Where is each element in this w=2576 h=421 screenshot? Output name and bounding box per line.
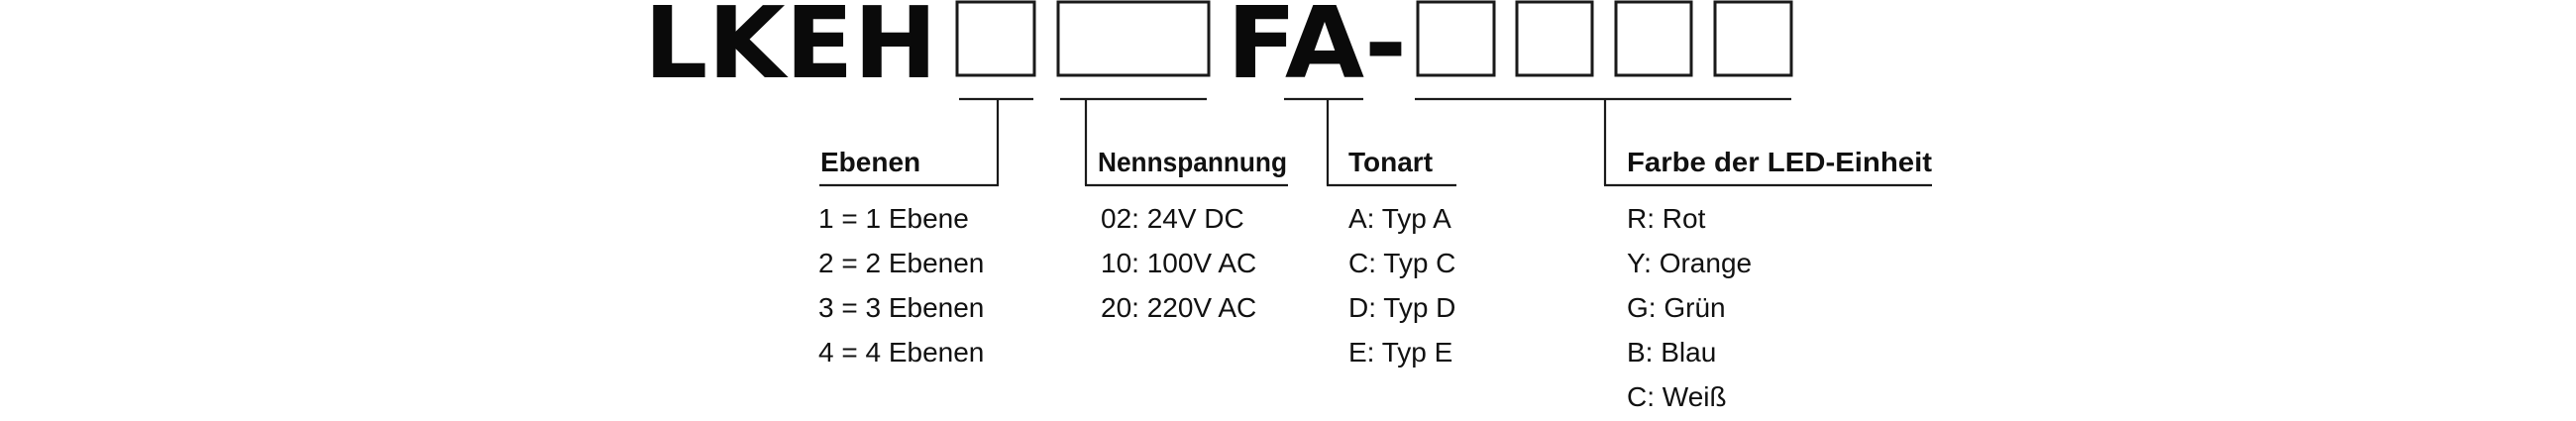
option-nennspannung-2: 10: 100V AC	[1101, 248, 1256, 278]
option-farbe-1: R: Rot	[1627, 203, 1706, 234]
placeholder-box-led-1	[1416, 0, 1496, 77]
option-ebenen-1: 1 = 1 Ebene	[818, 203, 969, 234]
connector-tonart	[1284, 97, 1456, 187]
option-nennspannung-3: 20: 220V AC	[1101, 292, 1256, 323]
code-middle: FA-	[1227, 0, 1407, 101]
option-nennspannung-1: 02: 24V DC	[1101, 203, 1244, 234]
placeholder-box-led-3	[1614, 0, 1693, 77]
placeholder-box-ebenen	[955, 0, 1036, 77]
option-tonart-3: D: Typ D	[1348, 292, 1455, 323]
placeholder-box-led-4	[1713, 0, 1793, 77]
option-ebenen-4: 4 = 4 Ebenen	[818, 337, 984, 368]
option-ebenen-2: 2 = 2 Ebenen	[818, 248, 984, 278]
option-farbe-5: C: Weiß	[1627, 381, 1727, 412]
group-ebenen: Ebenen 1 = 1 Ebene 2 = 2 Ebenen 3 = 3 Eb…	[818, 147, 984, 368]
option-tonart-2: C: Typ C	[1348, 248, 1455, 278]
group-title-nennspannung: Nennspannung	[1098, 147, 1287, 177]
option-farbe-2: Y: Orange	[1627, 248, 1752, 278]
group-tonart: Tonart A: Typ A C: Typ C D: Typ D E: Typ…	[1348, 147, 1455, 368]
group-nennspannung: Nennspannung 02: 24V DC 10: 100V AC 20: …	[1098, 147, 1287, 323]
option-farbe-3: G: Grün	[1627, 292, 1726, 323]
group-title-tonart: Tonart	[1348, 147, 1433, 177]
connector-ebenen	[819, 97, 1033, 187]
code-prefix: LKEH	[644, 0, 937, 101]
option-farbe-4: B: Blau	[1627, 337, 1716, 368]
option-ebenen-3: 3 = 3 Ebenen	[818, 292, 984, 323]
placeholder-box-led-2	[1515, 0, 1594, 77]
connector-nennspannung	[1060, 97, 1288, 187]
group-farbe: Farbe der LED-Einheit R: Rot Y: Orange G…	[1627, 147, 1932, 412]
group-title-farbe: Farbe der LED-Einheit	[1627, 147, 1932, 177]
group-title-ebenen: Ebenen	[820, 147, 920, 177]
option-tonart-1: A: Typ A	[1348, 203, 1451, 234]
placeholder-box-nennspannung	[1056, 0, 1211, 77]
connector-farbe	[1415, 97, 1932, 187]
option-tonart-4: E: Typ E	[1348, 337, 1452, 368]
